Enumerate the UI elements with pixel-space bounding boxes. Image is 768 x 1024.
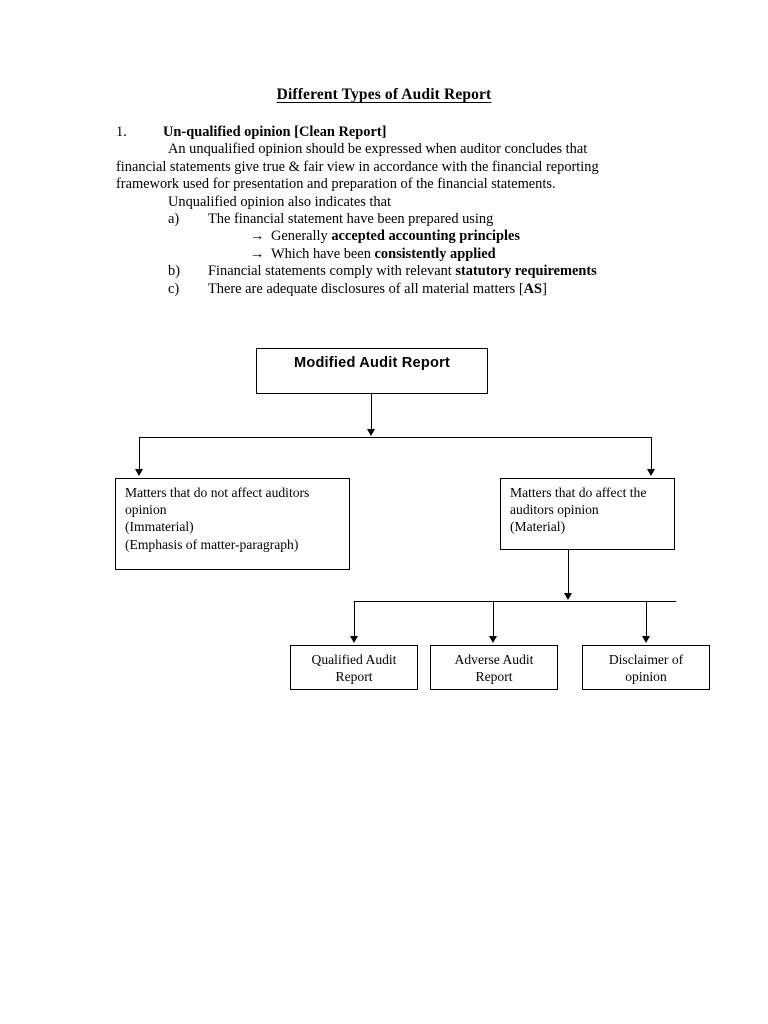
list-item-marker: c) [168, 280, 180, 297]
section-heading: 1. Un-qualified opinion [Clean Report] [116, 124, 656, 141]
sub-bullet-emphasis: accepted accounting principles [331, 228, 521, 245]
arrowhead-icon [489, 636, 497, 643]
list-item-text: Financial statements comply with relevan… [208, 263, 656, 280]
node-line-3: (Immaterial) [125, 519, 194, 535]
sub-bullet-prefix: Generally [271, 228, 332, 245]
page-title: Different Types of Audit Report [0, 86, 768, 104]
flowchart-node-matters-not-affecting-opinion[interactable]: Matters that do not affect auditors opin… [115, 478, 350, 570]
arrowhead-icon [642, 636, 650, 643]
flowchart-node-matters-affecting-opinion[interactable]: Matters that do affect the auditors opin… [500, 478, 675, 550]
node-line-2: opinion [625, 669, 667, 685]
list-item: a) The financial statement have been pre… [168, 211, 656, 228]
section-heading-text: Un-qualified opinion [Clean Report] [163, 124, 387, 140]
arrowhead-icon [350, 636, 358, 643]
list-item-text: There are adequate disclosures of all ma… [208, 281, 656, 298]
connector-right-drop [568, 550, 570, 594]
list-item: c) There are adequate disclosures of all… [168, 281, 656, 298]
connector-leaf3-drop [646, 601, 648, 637]
flowchart-node-label: Matters that do affect the auditors opin… [510, 484, 669, 536]
sub-bullet: → Generally accepted accounting principle… [250, 228, 656, 245]
arrow-icon: → [250, 228, 265, 245]
node-line-3: (Material) [510, 519, 566, 535]
section-number: 1. [116, 124, 127, 140]
list-item-prefix: Financial statements comply with relevan… [208, 263, 456, 280]
list-item-marker: b) [168, 263, 180, 280]
section-paragraph-2: Unqualified opinion also indicates that [168, 193, 392, 210]
section-paragraph-1: An unqualified opinion should be express… [116, 141, 599, 193]
connector-level2-bar [371, 601, 676, 603]
flowchart-node-label: Matters that do not affect auditors opin… [125, 484, 344, 553]
connector-level1-right-drop [651, 437, 653, 470]
list-item-prefix: There are adequate disclosures of all ma… [208, 280, 524, 297]
node-line-1: Disclaimer of [608, 652, 684, 667]
list-item-marker: a) [168, 211, 180, 228]
flowchart-node-disclaimer-of-opinion[interactable]: Disclaimer of opinion [582, 645, 710, 690]
sub-bullet-prefix: Which have been [271, 245, 375, 262]
node-line-2: Report [335, 669, 373, 685]
flowchart-node-label: Modified Audit Report [293, 355, 451, 371]
list-item-emphasis: statutory requirements [455, 263, 597, 280]
list-item-text: The financial statement have been prepar… [208, 211, 494, 228]
flowchart-node-adverse-audit-report[interactable]: Adverse Audit Report [430, 645, 558, 690]
node-line-1: Adverse Audit [454, 652, 534, 667]
connector-level1-left-drop [139, 437, 141, 470]
node-line-2: auditors opinion [510, 502, 599, 518]
page-title-text: Different Types of Audit Report [276, 86, 492, 103]
node-line-2: Report [475, 669, 513, 685]
node-line-4: (Emphasis of matter-paragraph) [125, 536, 299, 552]
arrowhead-icon [367, 429, 375, 436]
node-line-1: Matters that do not affect auditors [125, 485, 310, 500]
connector-leaf1-jog [354, 601, 372, 603]
arrow-icon: → [250, 245, 265, 262]
body-text-block: 1. Un-qualified opinion [Clean Report] A… [116, 124, 656, 298]
arrowhead-icon [564, 593, 572, 600]
sub-bullet: → Which have been consistently applied [250, 246, 656, 263]
list-item-suffix: ] [542, 280, 547, 297]
flowchart-node-label: Disclaimer of opinion [587, 651, 705, 685]
list-item-emphasis: AS [523, 280, 543, 297]
connector-leaf1-drop [354, 601, 356, 637]
arrowhead-icon [647, 469, 655, 476]
list-item: b) Financial statements comply with rele… [168, 263, 656, 280]
sub-bullet-emphasis: consistently applied [374, 245, 496, 262]
flowchart-node-qualified-audit-report[interactable]: Qualified Audit Report [290, 645, 418, 690]
connector-level1-bar [139, 437, 652, 439]
node-line-2: opinion [125, 502, 167, 518]
flowchart-node-label: Adverse Audit Report [435, 651, 553, 685]
node-line-1: Matters that do affect the [510, 485, 647, 500]
connector-leaf2-drop [493, 601, 495, 637]
flowchart-node-label: Qualified Audit Report [295, 651, 413, 685]
arrowhead-icon [135, 469, 143, 476]
connector-root-drop [371, 394, 373, 430]
flowchart-node-modified-audit-report[interactable]: Modified Audit Report [256, 348, 488, 394]
node-line-1: Qualified Audit [311, 652, 397, 667]
